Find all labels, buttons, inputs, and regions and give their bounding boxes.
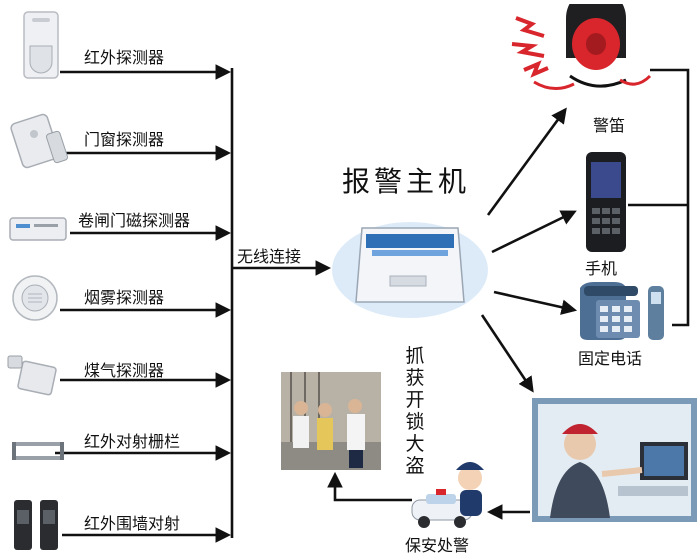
arrest-photo (281, 372, 381, 470)
host-to-monitor (480, 314, 534, 393)
sensor-label-smoke: 烟雾探测器 (84, 288, 165, 307)
mobile-phone-icon (586, 152, 626, 252)
alarm-host-icon (332, 222, 488, 318)
sensor-label-rolling-door: 卷闸门磁探测器 (78, 211, 191, 230)
security-patrol-icon (411, 462, 484, 528)
host-to-landline (493, 290, 578, 315)
sensor-label-door-window: 门窗探测器 (84, 130, 165, 149)
wireless-connection-label: 无线连接 (237, 247, 302, 266)
host-to-siren (486, 107, 567, 216)
siren-label: 警笛 (593, 116, 626, 135)
infrared-detector-icon (23, 11, 59, 79)
output-bracket (650, 68, 690, 327)
landline-phone-icon (580, 282, 664, 340)
sensor-label-gas: 煤气探测器 (84, 361, 165, 380)
host-to-mobile (491, 210, 577, 254)
sensor-label-wall-beam: 红外围墙对射 (84, 514, 181, 533)
catch-burglar-text: 抓获开锁大盗 (405, 345, 425, 477)
monitoring-center-photo (532, 398, 697, 522)
security-to-arrest (327, 471, 412, 502)
rolling-door-magnetic-detector-icon (9, 217, 67, 241)
landline-label: 固定电话 (578, 349, 643, 368)
infrared-beam-fence-icon (12, 442, 64, 460)
sensor-label-infrared: 红外探测器 (84, 48, 165, 67)
siren-icon (511, 4, 652, 90)
smoke-detector-icon (12, 275, 58, 321)
mobile-label: 手机 (585, 259, 618, 278)
gas-detector-icon (7, 355, 57, 396)
infrared-wall-beam-icon (14, 500, 58, 550)
alarm-host-title: 报警主机 (342, 165, 471, 198)
sensor-label-beam-fence: 红外对射栅栏 (84, 432, 181, 451)
door-window-detector-icon (10, 113, 69, 169)
security-response-label: 保安处警 (405, 536, 470, 555)
